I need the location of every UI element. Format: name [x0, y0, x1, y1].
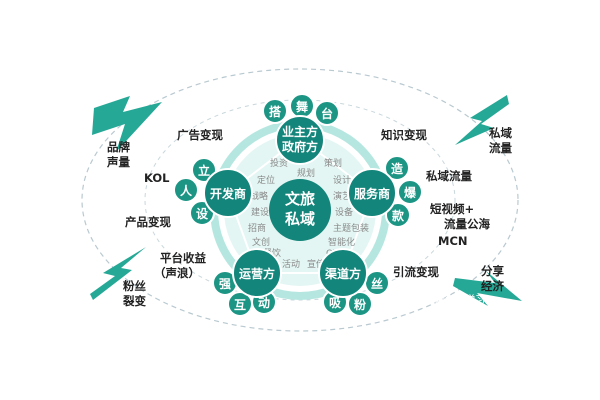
- bead-label: 人: [180, 183, 193, 198]
- bead-label: 搭: [269, 104, 282, 119]
- bead-label: 台: [321, 106, 333, 121]
- bead-label: 吸: [329, 296, 342, 310]
- bead: [262, 98, 288, 124]
- node-label-line2: 政府方: [282, 139, 318, 154]
- ring-word: 规划: [297, 167, 315, 179]
- label-short-video-1: 短视频+: [430, 202, 474, 216]
- ring-word: 建设: [251, 206, 269, 218]
- bead-label: 设: [196, 206, 209, 221]
- center-circle: [269, 179, 331, 241]
- label-product-monetize: 产品变现: [125, 215, 171, 229]
- label-platform-income-2: （声浪）: [154, 266, 200, 280]
- ring-word: 文创: [252, 236, 270, 248]
- node-label: 渠道方: [325, 266, 361, 281]
- label-funnel-monetize: 引流变现: [393, 265, 439, 279]
- ring-word: 设备: [335, 206, 353, 218]
- label-brand-line2: 声量: [106, 155, 130, 169]
- ring-word: 投资: [270, 157, 288, 169]
- label-share-line1: 分享: [481, 264, 504, 278]
- bead-label: 爆: [404, 185, 417, 200]
- center-title-line1: 文旅: [285, 190, 315, 208]
- node-developer: 立 人 设 开发商: [173, 157, 253, 226]
- bead: [173, 177, 199, 203]
- node-owner-government: 搭 舞 台 业主方 政府方: [262, 93, 340, 165]
- ring-word: 策划: [324, 157, 342, 169]
- node-label: 服务商: [354, 186, 390, 201]
- label-platform-income-1: 平台收益: [160, 251, 206, 265]
- label-fans-line2: 裂变: [122, 294, 146, 308]
- bead: [384, 155, 410, 181]
- label-fans-line1: 粉丝: [123, 279, 146, 293]
- bead-label: 立: [198, 163, 210, 178]
- ring-word: 设计: [333, 174, 351, 186]
- bead: [385, 202, 411, 228]
- label-private-domain-line1: 私域: [489, 126, 512, 140]
- ring-word: 主题包装: [333, 222, 369, 234]
- lightning-bolt-icon-bottom-left: [90, 247, 146, 300]
- label-knowledge-monetize: 知识变现: [380, 128, 427, 142]
- label-ad-monetize: 广告变现: [177, 128, 223, 142]
- node-circle: [203, 168, 253, 218]
- label-kol: KOL: [144, 171, 170, 185]
- node-circle: [318, 248, 368, 298]
- lightning-bolt-icon-bottom-right: [453, 271, 522, 306]
- node-circle: [232, 248, 282, 298]
- bead-label: 舞: [295, 99, 308, 114]
- label-mcn: MCN: [438, 234, 468, 248]
- ring-word: 活动: [282, 258, 300, 270]
- node-circle: [347, 168, 397, 218]
- outer-ellipse: [81, 68, 519, 332]
- node-operator: 强 互 动 运营方: [212, 248, 282, 317]
- node-channel: 吸 粉 丝 渠道方: [318, 248, 390, 317]
- center-title-line2: 私域: [284, 210, 315, 228]
- node-label: 开发商: [210, 186, 246, 201]
- node-label: 运营方: [239, 266, 275, 281]
- bead-label: 动: [258, 296, 270, 310]
- node-label-line1: 业主方: [282, 124, 318, 139]
- bead-label: 强: [219, 277, 231, 291]
- lightning-bolt-icon-top-right: [455, 95, 509, 145]
- bead: [397, 179, 423, 205]
- node-circle: [275, 115, 325, 165]
- node-service-provider: 造 爆 款 服务商: [347, 155, 423, 228]
- bead-label: 粉: [354, 297, 366, 312]
- label-private-domain-line2: 流量: [489, 141, 512, 155]
- ring-word: 战略: [250, 190, 268, 202]
- ring-word: 定位: [257, 174, 275, 186]
- ring-word: 演艺: [333, 190, 351, 202]
- ring-word: 招商: [248, 222, 266, 234]
- bead-label: 造: [391, 161, 404, 176]
- center-node: 文旅 私域: [269, 179, 331, 241]
- lightning-bolt-icon-top-left: [92, 96, 162, 152]
- bead-label: 款: [392, 208, 405, 223]
- label-private-traffic: 私域流量: [426, 169, 472, 183]
- label-share-line2: 经济: [481, 279, 504, 293]
- bead: [314, 100, 340, 126]
- label-brand-line1: 品牌: [107, 140, 130, 154]
- bead-label: 丝: [371, 276, 383, 291]
- bead-label: 互: [234, 298, 246, 312]
- ring-word: 智能化: [328, 236, 355, 248]
- label-short-video-2: 流量公海: [444, 217, 490, 231]
- bead: [347, 291, 373, 317]
- watermark: 知乎 @研森献爱学习: [392, 293, 485, 306]
